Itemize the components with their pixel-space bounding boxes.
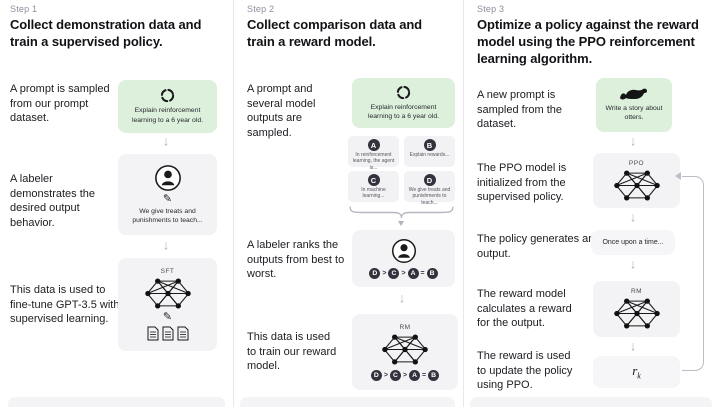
brace-icon	[348, 206, 455, 219]
output-b-caption: Explain rewards...	[409, 152, 450, 158]
output-caption: Once upon a time...	[602, 238, 664, 246]
ppo-title: PPO	[628, 159, 645, 167]
step1-prompt-box: Explain reinforcement learning to a 6 ye…	[118, 80, 217, 133]
letter-badge-c: C	[367, 174, 380, 186]
step3-row5-label: The reward is used to update the policy …	[477, 350, 573, 392]
step2-column: Step 2 Collect comparison data and train…	[247, 0, 458, 407]
rank-circle: D	[370, 369, 382, 381]
pencil-icon: ✎	[162, 192, 173, 205]
rank-separator: >	[382, 270, 387, 277]
down-arrow-icon: ↓	[630, 338, 636, 354]
step2-row3-label: This data is used to train our reward mo…	[247, 331, 337, 373]
step2-labeler-box: D > C > A = B	[352, 230, 455, 287]
step1-row2-label: A labeler demonstrates the desired outpu…	[10, 173, 95, 229]
step3-column: Step 3 Optimize a policy against the rew…	[477, 0, 720, 407]
step2-label: Step 2	[247, 4, 275, 14]
letter-badge-b: B	[423, 139, 436, 151]
ranking-row: D > C > A = B	[370, 369, 440, 381]
rank-circle: A	[409, 369, 421, 381]
neural-net-icon	[613, 297, 660, 330]
step2-row1-label: A prompt and several model outputs are s…	[247, 83, 316, 139]
rank-separator: >	[402, 371, 408, 379]
down-arrow-icon: ↓	[163, 133, 169, 149]
ranking-row: D > C > A = B	[369, 268, 438, 279]
down-arrow-icon: ↓	[399, 290, 405, 306]
step1-row3-label: This data is used to fine-tune GPT-3.5 w…	[10, 284, 120, 326]
step2-prompt-box: Explain reinforcement learning to a 6 ye…	[352, 78, 455, 128]
output-d: D We give treats and punishments to teac…	[404, 171, 455, 206]
step2-rm-box: RM	[352, 314, 458, 390]
output-a: A In reinforcement learning, the agent i…	[348, 136, 399, 171]
step1-heading: Collect demonstration data and train a s…	[10, 17, 202, 49]
sampling-icon	[396, 85, 411, 100]
neural-net-icon	[382, 333, 428, 366]
step3-output-box: Once upon a time...	[591, 230, 675, 255]
column-divider	[233, 0, 234, 407]
step2-row2-label: A labeler ranks the outputs from best to…	[247, 239, 345, 281]
step3-rm-box: RM	[593, 281, 680, 337]
rm-title: RM	[399, 323, 411, 331]
rank-circle: A	[407, 268, 419, 279]
step1-column: Step 1 Collect demonstration data and tr…	[10, 0, 233, 407]
pencil-icon: ✎	[162, 311, 173, 323]
step3-heading: Optimize a policy against the reward mod…	[477, 17, 699, 66]
output-b: B Explain rewards...	[404, 136, 455, 167]
sampling-icon	[160, 88, 175, 103]
step1-label: Step 1	[10, 4, 38, 14]
outputs-grid: A In reinforcement learning, the agent i…	[348, 136, 455, 206]
output-c-caption: In machine learning...	[361, 187, 386, 200]
next-section-card	[240, 397, 455, 407]
down-arrow-icon: ↓	[163, 237, 169, 253]
output-a-caption: In reinforcement learning, the agent is.…	[352, 152, 395, 171]
feedback-loop-line	[682, 176, 704, 371]
rank-separator: =	[422, 371, 427, 379]
labeler-icon	[391, 238, 417, 264]
down-arrow-icon: ↓	[630, 256, 636, 272]
prompt-caption: Explain reinforcement learning to a 6 ye…	[367, 103, 440, 120]
step1-row1-label: A prompt is sampled from our prompt data…	[10, 83, 110, 125]
step3-row1-label: A new prompt is sampled from the dataset…	[477, 89, 562, 131]
reward-symbol: rk	[632, 363, 641, 381]
letter-badge-d: D	[423, 174, 436, 186]
otter-icon	[619, 88, 649, 102]
rank-separator: >	[383, 371, 388, 379]
rm-title: RM	[630, 288, 643, 295]
step3-prompt-box: Write a story about otters.	[596, 78, 672, 132]
rank-separator: >	[401, 270, 406, 277]
sft-title: SFT	[160, 268, 175, 275]
down-arrow-icon: ↓	[630, 209, 636, 225]
rank-circle: C	[388, 268, 400, 279]
step1-sft-box: SFT	[118, 258, 217, 351]
prompt-caption: Explain reinforcement learning to a 6 ye…	[131, 107, 204, 124]
step2-heading: Collect comparison data and train a rewa…	[247, 17, 423, 49]
letter-badge-a: A	[367, 139, 380, 151]
down-arrowhead-icon	[398, 221, 404, 226]
step1-labeler-box: ✎ We give treats and punishments to teac…	[118, 154, 217, 235]
column-divider	[463, 0, 464, 407]
feedback-loop-arrowhead-icon	[675, 172, 681, 180]
neural-net-icon	[144, 277, 191, 310]
step3-ppo-box: PPO	[593, 153, 680, 208]
documents-icon	[147, 326, 189, 341]
output-d-caption: We give treats and punishments to teach.…	[408, 187, 451, 206]
step3-row2-label: The PPO model is initialized from the su…	[477, 162, 567, 204]
rank-circle: C	[389, 369, 401, 381]
rank-circle: B	[428, 369, 440, 381]
rank-circle: D	[369, 268, 381, 279]
next-section-card	[470, 397, 712, 407]
output-c: C In machine learning...	[348, 171, 399, 202]
neural-net-icon	[613, 169, 660, 202]
step3-reward-box: rk	[593, 356, 680, 388]
step3-row3-label: The policy generates an output.	[477, 233, 595, 260]
demo-caption: We give treats and punishments to teach.…	[132, 207, 203, 224]
prompt-caption: Write a story about otters.	[605, 104, 663, 121]
rank-circle: B	[426, 268, 438, 279]
step3-row4-label: The reward model calculates a reward for…	[477, 288, 572, 330]
labeler-icon	[154, 164, 182, 192]
step3-label: Step 3	[477, 4, 505, 14]
rank-separator: =	[420, 270, 425, 277]
down-arrow-icon: ↓	[630, 133, 636, 149]
next-section-card	[8, 397, 225, 407]
